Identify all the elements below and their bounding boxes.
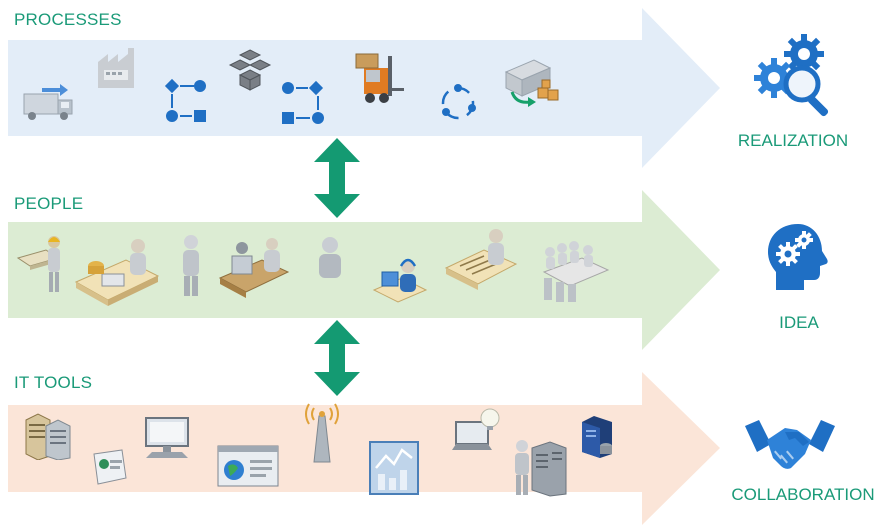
analytics-chart-icon xyxy=(369,441,419,495)
connector-arrow-2 xyxy=(314,320,360,396)
cashier-icon xyxy=(74,239,160,306)
forklift-icon xyxy=(355,53,404,103)
connector-arrow-1 xyxy=(314,138,360,218)
call-center-icon xyxy=(372,258,428,303)
server-icon xyxy=(25,413,71,460)
assembly-line-icon xyxy=(218,238,290,298)
server-tower-icon xyxy=(582,416,612,458)
handshake-icon xyxy=(745,420,835,469)
head-gears-icon xyxy=(768,224,828,290)
idea-label: IDEA xyxy=(779,313,819,332)
processes-label: PROCESSES xyxy=(14,10,122,29)
factory-icon xyxy=(98,48,134,88)
cycle-icon xyxy=(441,84,476,120)
user-icon xyxy=(319,237,341,278)
collaboration-label: COLLABORATION xyxy=(731,485,875,504)
person-icon xyxy=(183,235,199,296)
workflow-icon-2 xyxy=(282,80,324,124)
gears-magnifier-icon xyxy=(754,34,829,117)
meeting-icon xyxy=(542,241,610,302)
it-tools-label: IT TOOLS xyxy=(14,373,93,392)
laptop-idea-icon xyxy=(452,408,500,450)
people-label: PEOPLE xyxy=(14,194,84,213)
worker-at-table-icon xyxy=(16,236,60,292)
boxes-icon xyxy=(228,49,272,91)
people-band-arrow xyxy=(8,190,720,350)
truck-icon xyxy=(23,84,73,120)
realization-label: REALIZATION xyxy=(737,131,849,150)
delivery-truck-icon xyxy=(504,59,559,107)
workflow-icon xyxy=(164,78,206,122)
web-browser-icon xyxy=(217,445,279,487)
wireless-tower-icon xyxy=(305,403,339,463)
desk-worker-icon xyxy=(444,229,518,290)
datacenter-icon xyxy=(515,440,567,497)
monitor-icon xyxy=(145,417,189,458)
id-card-icon xyxy=(93,449,127,485)
